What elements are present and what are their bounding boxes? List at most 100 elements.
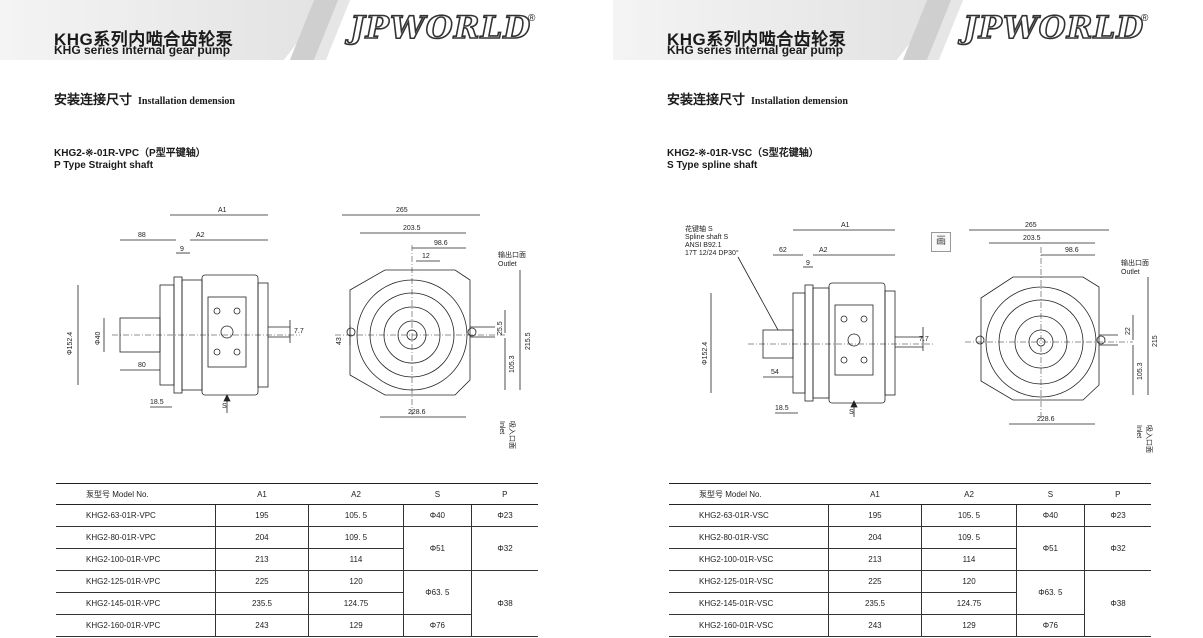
page-title-cn: KHG系列内啮合齿轮泵 bbox=[54, 30, 234, 49]
cell-p: Φ32 bbox=[471, 526, 538, 571]
dim-18-5: 18.5 bbox=[775, 405, 789, 412]
cell-p: Φ23 bbox=[471, 504, 538, 527]
dim-dia-152: Φ152.4 bbox=[67, 332, 74, 355]
cell-a1: 243 bbox=[214, 614, 309, 637]
table-row: KHG2-145-01R-VSC 235.5 124.75 bbox=[669, 592, 1151, 615]
cell-a1: 235.5 bbox=[827, 592, 922, 615]
header-banner: KHG系列内啮合齿轮泵 KHG series internal gear pum… bbox=[613, 0, 1203, 70]
model-dimension-table: 泵型号 Model No. A1 A2 S P KHG2-63-01R-VPC … bbox=[56, 483, 538, 637]
side-view bbox=[77, 214, 300, 413]
cell-a1: 213 bbox=[827, 548, 922, 571]
outlet-label-en: Outlet bbox=[498, 261, 517, 268]
cell-model: KHG2-63-01R-VSC bbox=[669, 504, 829, 527]
inlet-label-cn: 吸入口面 bbox=[508, 421, 516, 449]
col-a2: A2 bbox=[921, 483, 1017, 505]
cell-model: KHG2-145-01R-VSC bbox=[669, 592, 829, 615]
registered-mark: ® bbox=[1141, 13, 1149, 24]
brand-logo: JPWORLD bbox=[962, 9, 1145, 47]
outlet-label-en: Outlet bbox=[1121, 269, 1140, 276]
section-heading-cn: 安装连接尺寸 bbox=[667, 92, 746, 107]
dim-dia-40: Φ40 bbox=[95, 332, 102, 345]
col-a1: A1 bbox=[215, 483, 309, 505]
table-row: KHG2-80-01R-VSC 204 109. 5 Φ51 Φ32 bbox=[669, 526, 1151, 571]
col-s: S bbox=[1016, 483, 1085, 505]
table-row: KHG2-160-01R-VSC 243 129 Φ76 bbox=[669, 614, 1151, 637]
inlet-label-cn: 吸入口面 bbox=[1145, 425, 1153, 453]
section-heading-cn: 安装连接尺寸 bbox=[54, 92, 133, 107]
cell-model: KHG2-160-01R-VSC bbox=[669, 614, 829, 637]
model-code: KHG2-※-01R-VPC（P型平键轴） bbox=[54, 148, 206, 159]
cell-a2: 105. 5 bbox=[921, 504, 1017, 527]
spline-note-line: 花键轴 S bbox=[685, 224, 713, 233]
dim-a2: A2 bbox=[819, 247, 828, 254]
cell-a1: 195 bbox=[827, 504, 922, 527]
spline-note-line: Spline shaft S bbox=[685, 234, 729, 241]
spline-note-line: ANSI B92.1 bbox=[685, 242, 722, 249]
dim-a1: A1 bbox=[841, 222, 850, 229]
model-dimension-table: 泵型号 Model No. A1 A2 S P KHG2-63-01R-VSC … bbox=[669, 483, 1151, 637]
cell-model: KHG2-80-01R-VPC bbox=[56, 526, 216, 549]
cell-model: KHG2-145-01R-VPC bbox=[56, 592, 216, 615]
dim-22: 22 bbox=[1125, 327, 1132, 335]
dim-215-5: 215.5 bbox=[525, 332, 532, 350]
cell-p: Φ38 bbox=[1084, 570, 1151, 637]
dim-s: S bbox=[222, 403, 227, 410]
header-banner: KHG系列内啮合齿轮泵 KHG series internal gear pum… bbox=[0, 0, 590, 70]
dim-18-5: 18.5 bbox=[150, 399, 164, 406]
table-header-row: 泵型号 Model No. A1 A2 S P bbox=[56, 483, 538, 505]
page-title-cn: KHG系列内啮合齿轮泵 bbox=[667, 30, 847, 49]
dim-98-6: 98.6 bbox=[1065, 247, 1079, 254]
registered-mark: ® bbox=[528, 13, 536, 24]
dim-228-6: 228.6 bbox=[408, 409, 426, 416]
cell-a2: 120 bbox=[921, 570, 1017, 593]
brand-logo: JPWORLD bbox=[349, 9, 532, 47]
cell-a1: 235.5 bbox=[214, 592, 309, 615]
outlet-label-cn: 输出口面 bbox=[1121, 258, 1149, 267]
inlet-label-en: Inlet bbox=[498, 421, 505, 434]
cell-model: KHG2-160-01R-VPC bbox=[56, 614, 216, 637]
dim-9: 9 bbox=[180, 246, 184, 253]
front-view bbox=[335, 214, 521, 418]
cell-a2: 105. 5 bbox=[308, 504, 404, 527]
cell-model: KHG2-100-01R-VPC bbox=[56, 548, 216, 571]
cell-a2: 109. 5 bbox=[921, 526, 1017, 549]
dim-228-6: 228.6 bbox=[1037, 416, 1055, 423]
dim-98-6: 98.6 bbox=[434, 240, 448, 247]
dim-s: S bbox=[849, 409, 854, 416]
cell-s: Φ51 bbox=[1015, 526, 1085, 571]
dim-215: 215 bbox=[1152, 335, 1159, 347]
dim-62: 62 bbox=[779, 247, 787, 254]
table-header-row: 泵型号 Model No. A1 A2 S P bbox=[669, 483, 1151, 505]
page-title-en: KHG series internal gear pump bbox=[667, 43, 844, 57]
cell-a2: 129 bbox=[308, 614, 404, 637]
catalog-page-vpc: KHG系列内啮合齿轮泵 KHG series internal gear pum… bbox=[0, 0, 590, 638]
catalog-page-vsc: KHG系列内啮合齿轮泵 KHG series internal gear pum… bbox=[613, 0, 1203, 638]
cell-a2: 114 bbox=[921, 548, 1017, 571]
table-row: KHG2-63-01R-VSC 195 105. 5 Φ40 Φ23 bbox=[669, 504, 1151, 527]
cell-a1: 204 bbox=[827, 526, 922, 549]
model-code: KHG2-※-01R-VSC（S型花键轴） bbox=[667, 148, 819, 159]
cell-s: Φ63. 5 bbox=[402, 570, 472, 615]
dim-105-3: 105.3 bbox=[509, 355, 516, 373]
cell-a1: 204 bbox=[214, 526, 309, 549]
dim-dia-152: Φ152.4 bbox=[702, 342, 709, 365]
technical-drawing: A1 88 A2 9 80 18.5 7.7 Φ152.4 Φ40 S bbox=[67, 207, 532, 449]
col-a2: A2 bbox=[308, 483, 404, 505]
dim-25-5: 25.5 bbox=[497, 321, 504, 335]
dim-9: 9 bbox=[806, 260, 810, 267]
col-model: 泵型号 Model No. bbox=[56, 483, 216, 505]
cell-a1: 225 bbox=[214, 570, 309, 593]
cell-s: Φ51 bbox=[402, 526, 472, 571]
header-band bbox=[0, 0, 330, 60]
table-row: KHG2-100-01R-VSC 213 114 bbox=[669, 548, 1151, 571]
dim-203-5: 203.5 bbox=[403, 225, 421, 232]
col-p: P bbox=[1084, 483, 1151, 505]
dim-54: 54 bbox=[771, 369, 779, 376]
cell-a1: 225 bbox=[827, 570, 922, 593]
annotation-icon[interactable]: 画 bbox=[931, 232, 951, 252]
dim-7-7: 7.7 bbox=[919, 336, 929, 343]
dim-80: 80 bbox=[138, 362, 146, 369]
section-heading-en: Installation demension bbox=[138, 96, 235, 107]
col-a1: A1 bbox=[828, 483, 922, 505]
